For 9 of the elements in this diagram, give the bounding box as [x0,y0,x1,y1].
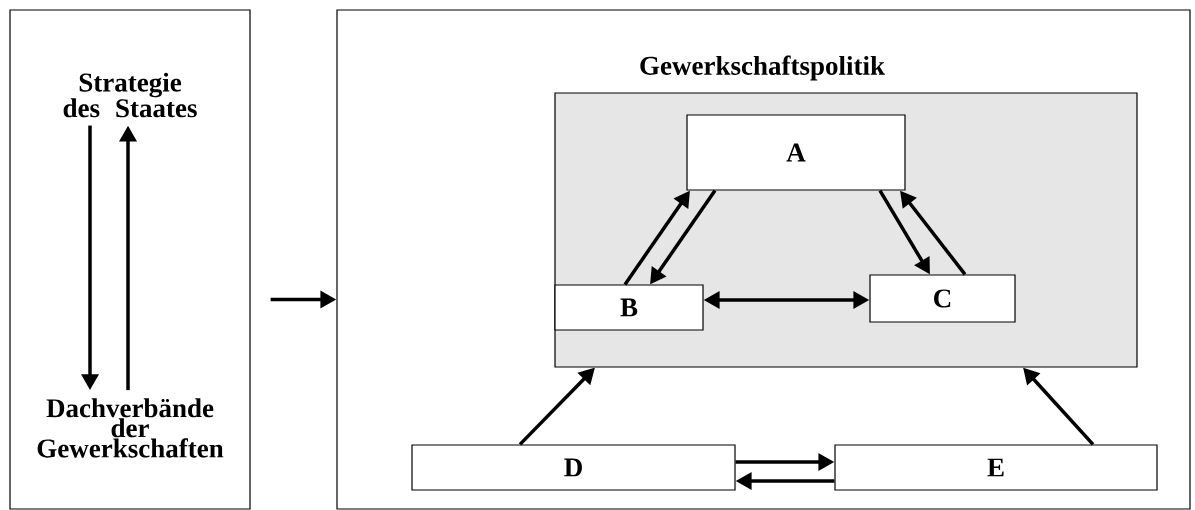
process-box: B [554,284,704,331]
heading: Gewerkschaftspolitik [640,55,885,81]
process-box: D [411,444,736,491]
label-text: Strategie des Staates [63,72,197,118]
panel-box [9,9,251,510]
process-box: E [834,444,1158,491]
process-box: A [686,114,906,191]
process-box: C [869,274,1016,323]
label-text: Dachverbände der Gewerkschaften [37,398,224,458]
